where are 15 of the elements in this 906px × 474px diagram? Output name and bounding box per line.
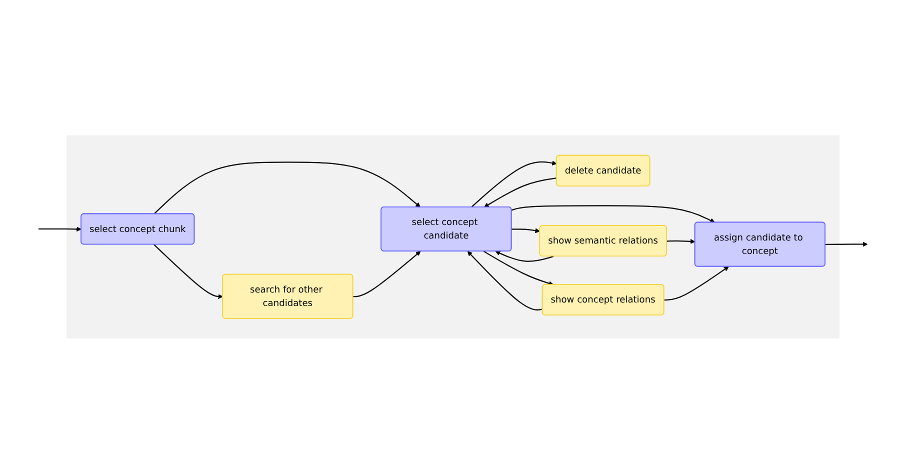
arrow: [495, 250, 554, 262]
arrow: [471, 160, 557, 208]
arrow: [511, 205, 715, 223]
arrow: [825, 242, 868, 247]
arrow: [38, 226, 82, 232]
arrow: [666, 239, 696, 244]
cluster: [66, 135, 840, 339]
arrow: [353, 251, 421, 298]
arrow: [484, 178, 557, 208]
arrow: [467, 251, 543, 311]
arrow: [483, 250, 554, 286]
arrow: [512, 228, 540, 234]
arrow: [154, 244, 224, 300]
arrow: [664, 266, 729, 301]
arrow: [154, 162, 420, 214]
